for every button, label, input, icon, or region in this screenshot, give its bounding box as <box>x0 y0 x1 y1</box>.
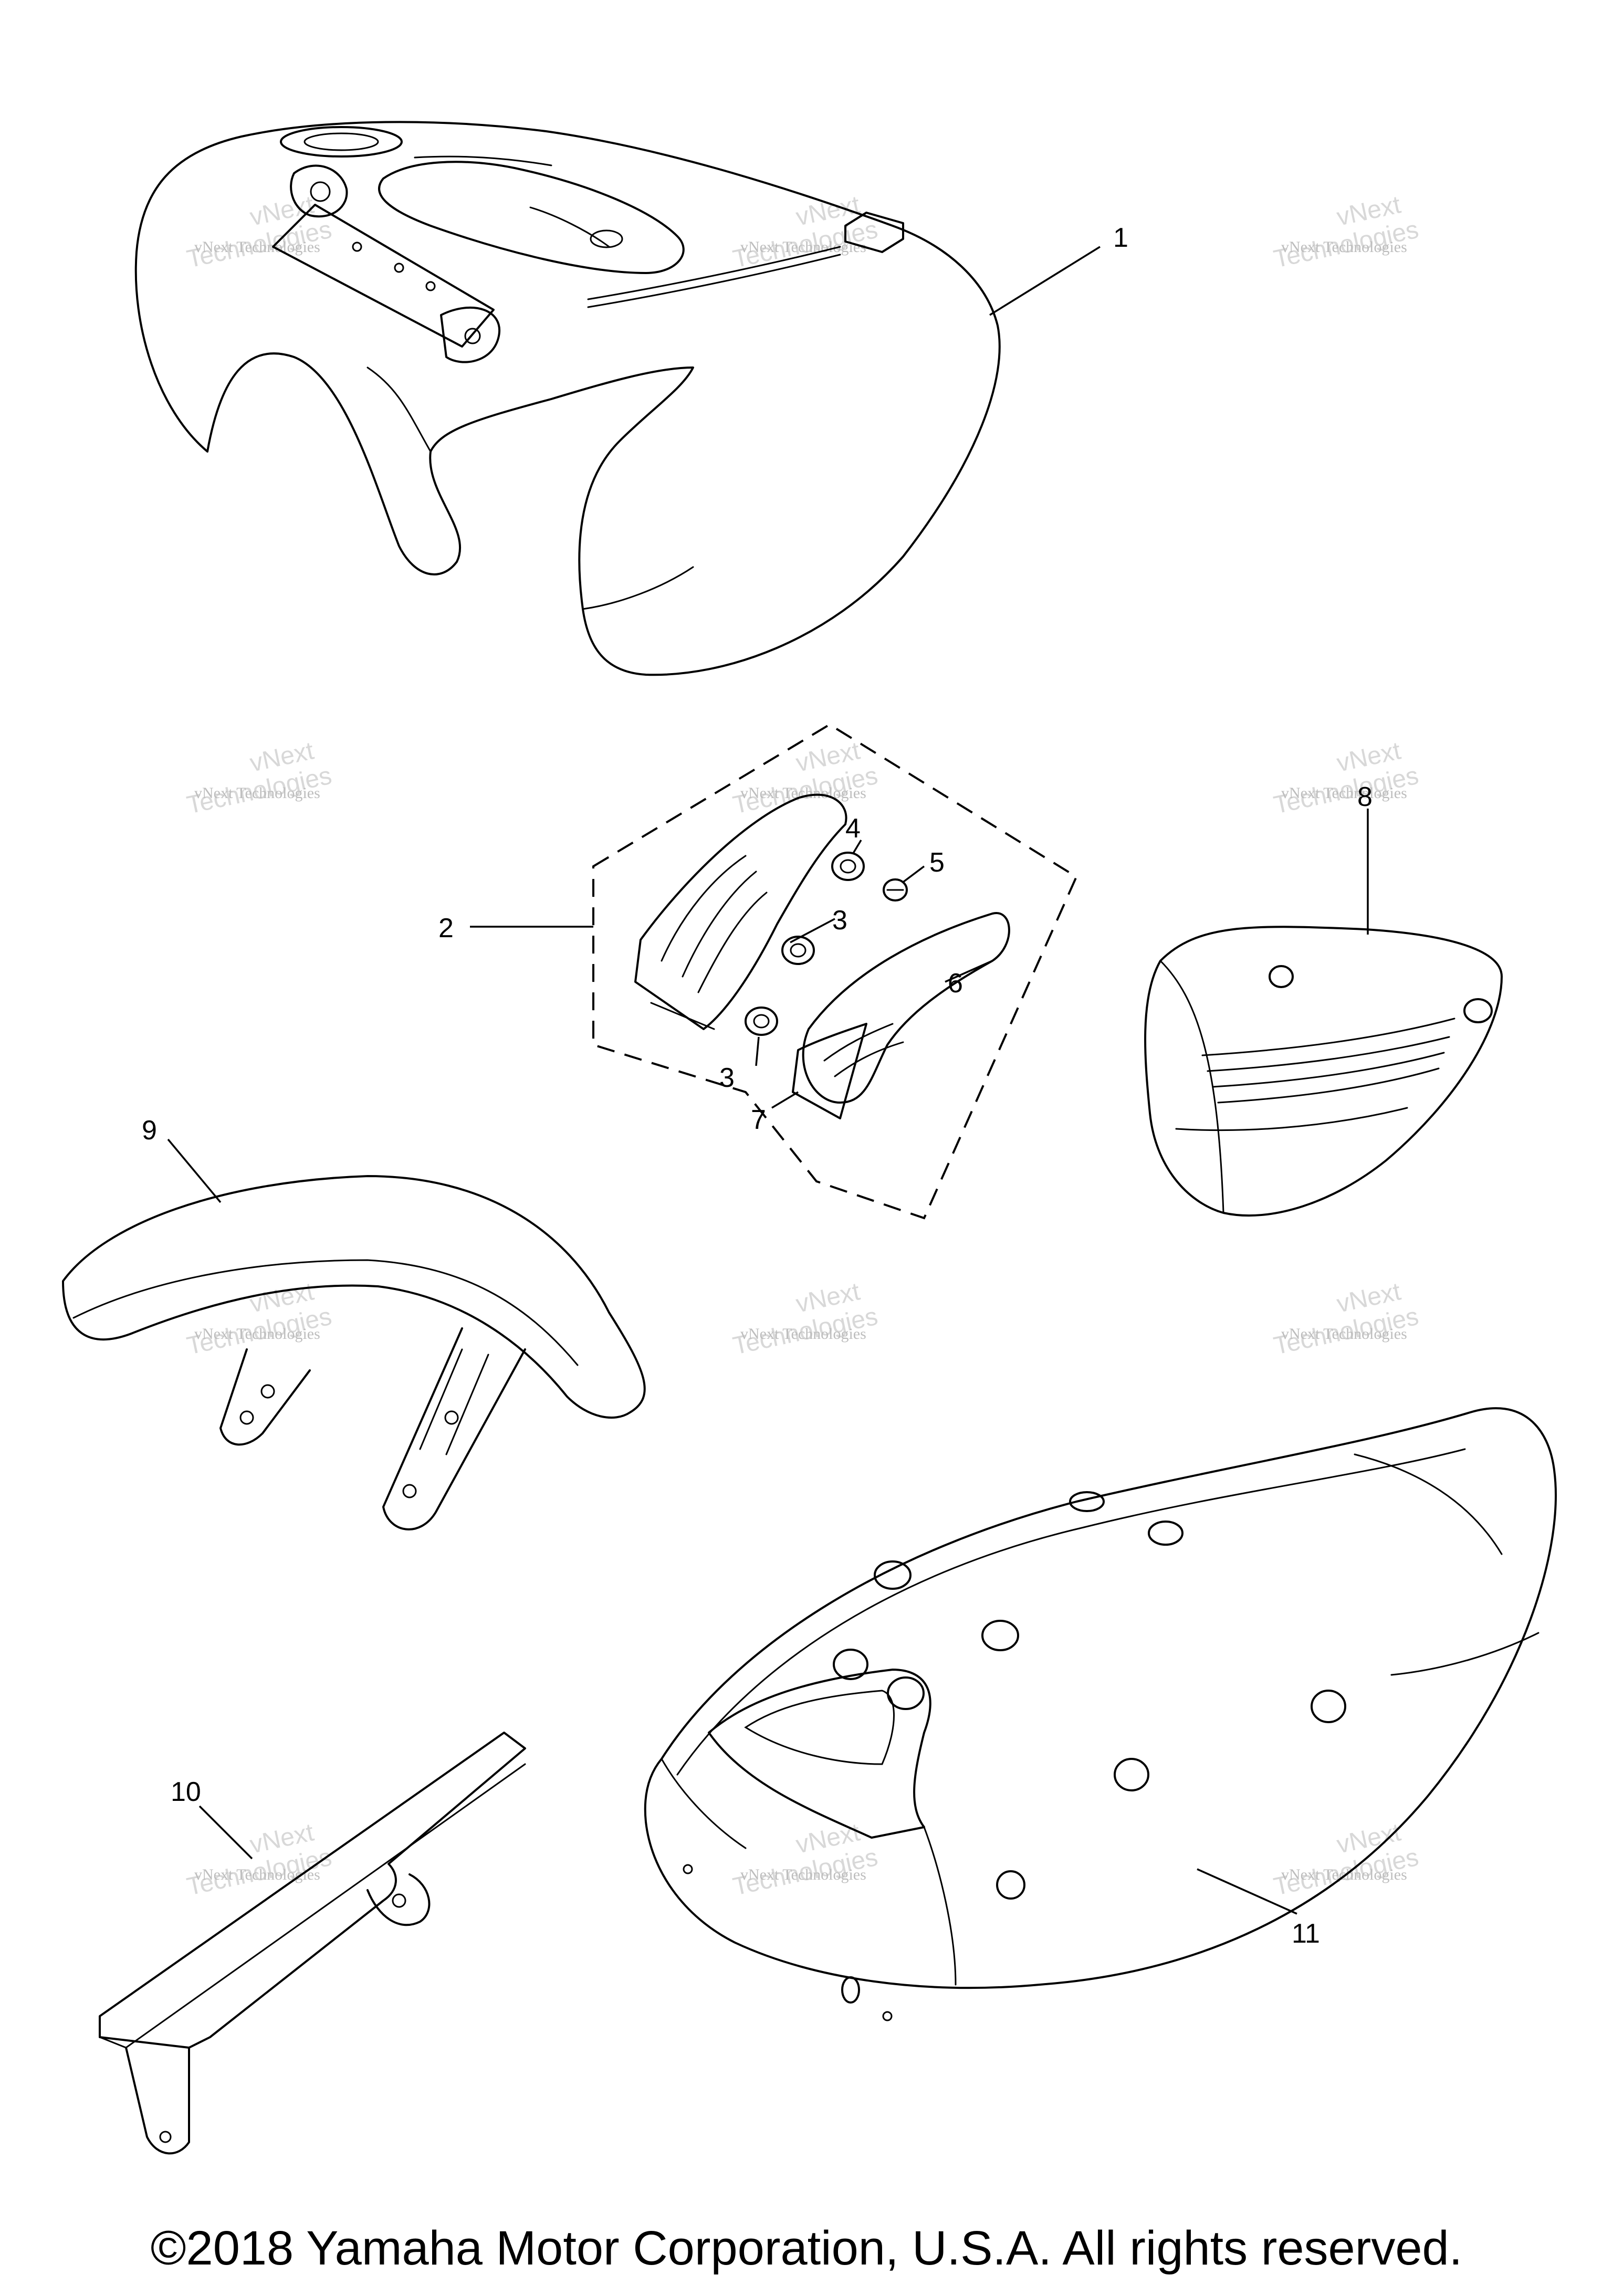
watermark: Technologies vNext vNext Technologies <box>184 1277 334 1360</box>
damper-part <box>745 1007 778 1036</box>
watermark: Technologies vNext vNext Technologies <box>730 737 880 819</box>
svg-text:vNext Technologies: vNext Technologies <box>1281 1325 1407 1343</box>
front-fender-part <box>62 1175 646 1530</box>
callout-3-lower: 3 <box>719 1063 735 1093</box>
watermark-group: Technologies vNext vNext Technologies Te… <box>184 191 1421 1901</box>
watermark: Technologies vNext vNext Technologies <box>1271 1277 1421 1360</box>
callout-5: 5 <box>929 847 945 878</box>
svg-text:vNext Technologies: vNext Technologies <box>1281 1866 1407 1883</box>
svg-text:vNext Technologies: vNext Technologies <box>194 784 320 802</box>
bolt-part <box>883 878 908 901</box>
callout-8: 8 <box>1357 782 1373 812</box>
chain-guard-part <box>99 1732 526 2155</box>
callout-10: 10 <box>171 1777 201 1807</box>
damper-part <box>781 936 815 965</box>
leader-lines <box>167 246 1369 1915</box>
svg-text:vNext Technologies: vNext Technologies <box>740 238 866 256</box>
svg-text:vNext Technologies: vNext Technologies <box>1281 238 1407 256</box>
callout-7: 7 <box>751 1105 766 1135</box>
watermark: Technologies vNext vNext Technologies <box>184 191 334 273</box>
svg-text:vNext Technologies: vNext Technologies <box>740 1866 866 1883</box>
watermark: Technologies vNext vNext Technologies <box>730 1277 880 1360</box>
callout-1: 1 <box>1113 223 1128 253</box>
copyright-notice: ©2018 Yamaha Motor Corporation, U.S.A. A… <box>150 2221 1463 2275</box>
fuel-tank-part <box>134 121 1001 676</box>
svg-text:vNext Technologies: vNext Technologies <box>740 784 866 802</box>
watermark: Technologies vNext vNext Technologies <box>730 191 880 273</box>
svg-text:vNext Technologies: vNext Technologies <box>194 1325 320 1343</box>
svg-text:vNext Technologies: vNext Technologies <box>1281 784 1407 802</box>
watermark: Technologies vNext vNext Technologies <box>1271 737 1421 819</box>
watermark: Technologies vNext vNext Technologies <box>184 737 334 819</box>
callout-2: 2 <box>438 913 454 943</box>
svg-text:vNext Technologies: vNext Technologies <box>194 238 320 256</box>
watermark: Technologies vNext vNext Technologies <box>184 1818 334 1901</box>
callout-4: 4 <box>845 813 861 844</box>
bushing-part <box>831 852 865 881</box>
callout-3-upper: 3 <box>832 905 847 936</box>
callout-6: 6 <box>948 968 963 999</box>
watermark: Technologies vNext vNext Technologies <box>1271 1818 1421 1901</box>
side-cover-part <box>1144 926 1503 1217</box>
callout-11: 11 <box>1292 1918 1320 1949</box>
callout-labels: 1 2 3 3 4 5 6 7 8 9 10 11 <box>142 223 1373 1949</box>
watermark: Technologies vNext vNext Technologies <box>1271 191 1421 273</box>
callout-9: 9 <box>142 1115 157 1146</box>
cover-assembly-group <box>592 723 1078 1220</box>
svg-text:vNext Technologies: vNext Technologies <box>740 1325 866 1343</box>
svg-text:vNext Technologies: vNext Technologies <box>194 1866 320 1883</box>
rear-fender-part <box>644 1407 1557 2021</box>
